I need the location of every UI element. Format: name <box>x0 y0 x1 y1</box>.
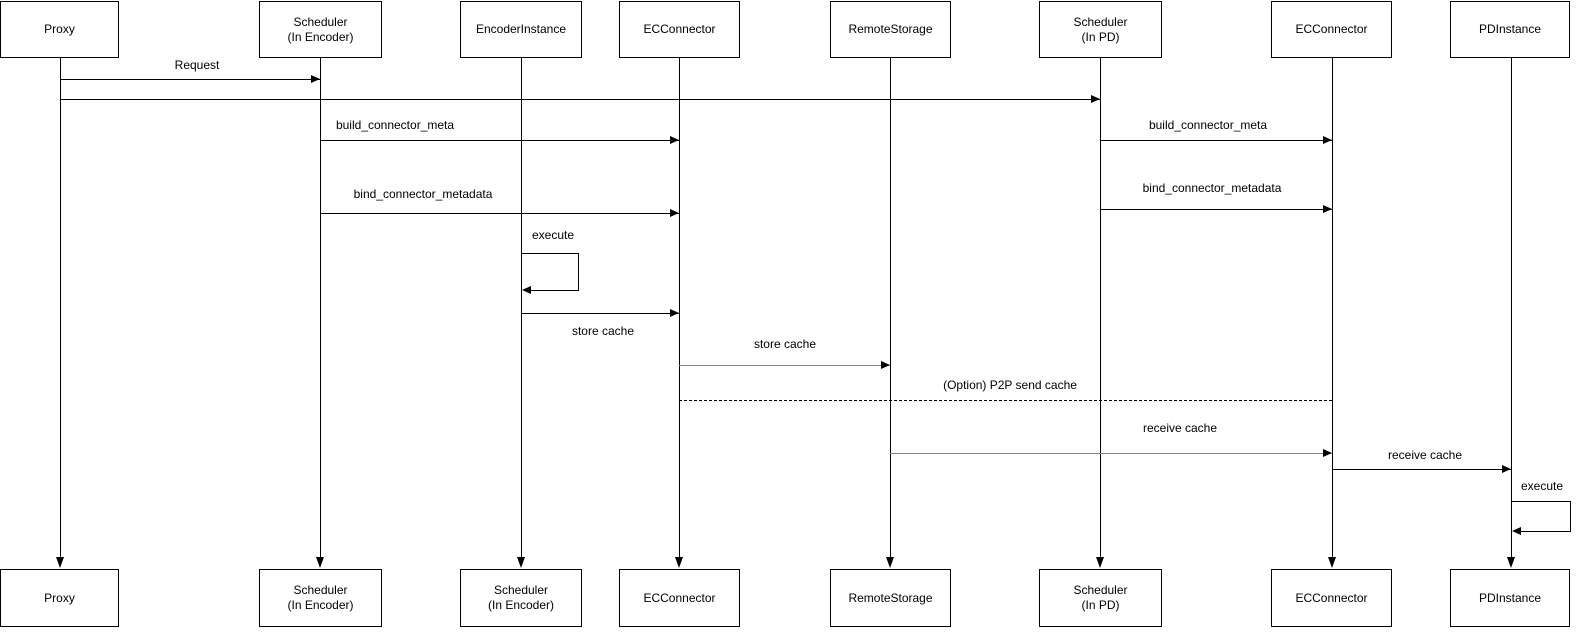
message-arrowhead-proxy-to-scheduler-pd <box>1091 95 1100 103</box>
message-line-build-connector-meta-encoder <box>320 140 679 141</box>
participant-bottom-box-remote-storage: RemoteStorage <box>830 569 951 627</box>
message-arrowhead-receive-cache-ec-to-pd <box>1502 465 1511 473</box>
participant-bottom-box-scheduler-pd-label-line: (In PD) <box>1081 598 1120 612</box>
lifeline-arrowhead-proxy <box>56 557 64 568</box>
message-line-p2p-send-cache <box>679 400 1332 401</box>
lifeline-encoder-instance <box>521 58 522 558</box>
participant-top-box-pd-instance: PDInstance <box>1450 1 1570 58</box>
participant-top-box-scheduler-encoder-label-line: Scheduler <box>293 14 348 29</box>
lifeline-pd-instance <box>1511 58 1512 558</box>
participant-bottom-box-proxy: Proxy <box>0 569 119 627</box>
participant-top-box-ec-connector-left: ECConnector <box>619 1 740 58</box>
message-label-bind-connector-metadata-pd: bind_connector_metadata <box>1142 181 1282 195</box>
participant-top-box-ec-connector-right: ECConnector <box>1271 1 1392 58</box>
participant-top-box-scheduler-pd-label-line: (In PD) <box>1081 29 1120 44</box>
message-line-bind-connector-metadata-encoder <box>320 213 679 214</box>
lifeline-scheduler-pd <box>1100 58 1101 558</box>
participant-bottom-box-encoder-instance: Scheduler(In Encoder) <box>460 569 582 627</box>
message-line-receive-cache-remote-to-ec <box>890 453 1332 454</box>
message-line-proxy-to-scheduler-pd <box>60 99 1100 100</box>
lifeline-arrowhead-pd-instance <box>1507 557 1515 568</box>
lifeline-ec-connector-right <box>1332 58 1333 558</box>
lifeline-proxy <box>60 58 61 558</box>
self-message-bottom-execute-pd <box>1520 531 1571 532</box>
participant-bottom-box-pd-instance: PDInstance <box>1450 569 1570 627</box>
message-arrowhead-bind-connector-metadata-pd <box>1323 205 1332 213</box>
message-label-store-cache-encoder-to-ec: store cache <box>571 324 635 338</box>
participant-top-box-remote-storage-label-line: RemoteStorage <box>848 22 933 36</box>
self-message-right-execute-pd <box>1570 501 1571 531</box>
self-message-top-execute-pd <box>1511 501 1570 502</box>
lifeline-arrowhead-ec-connector-left <box>675 557 683 568</box>
participant-top-box-encoder-instance: EncoderInstance <box>460 1 582 58</box>
lifeline-arrowhead-scheduler-encoder <box>316 557 324 568</box>
message-arrowhead-bind-connector-metadata-encoder <box>670 209 679 217</box>
participant-top-box-ec-connector-right-label-line: ECConnector <box>1295 22 1368 36</box>
lifeline-arrowhead-scheduler-pd <box>1096 557 1104 568</box>
participant-bottom-box-encoder-instance-label-line: Scheduler <box>493 583 549 597</box>
self-message-label-execute-pd: execute <box>1520 479 1564 493</box>
participant-bottom-box-encoder-instance-label-line: (In Encoder) <box>487 598 555 612</box>
lifeline-remote-storage <box>890 58 891 558</box>
participant-bottom-box-scheduler-encoder: Scheduler(In Encoder) <box>259 569 382 627</box>
message-label-build-connector-meta-encoder: build_connector_meta <box>335 118 455 132</box>
message-arrowhead-build-connector-meta-encoder <box>670 136 679 144</box>
participant-top-box-ec-connector-left-label-line: ECConnector <box>643 22 716 36</box>
lifeline-ec-connector-left <box>679 58 680 558</box>
self-message-arrowhead-execute-encoder <box>522 286 531 294</box>
self-message-bottom-execute-encoder <box>530 290 579 291</box>
message-label-store-cache-ec-to-remote: store cache <box>753 337 817 351</box>
participant-bottom-box-ec-connector-left: ECConnector <box>619 569 740 627</box>
participant-bottom-box-ec-connector-right-label-line: ECConnector <box>1295 590 1368 605</box>
message-arrowhead-build-connector-meta-pd <box>1323 136 1332 144</box>
participant-bottom-box-scheduler-encoder-label-line: (In Encoder) <box>287 598 354 612</box>
participant-bottom-box-ec-connector-right: ECConnector <box>1271 569 1392 627</box>
participant-top-box-scheduler-encoder: Scheduler(In Encoder) <box>259 1 382 58</box>
message-arrowhead-request <box>311 75 320 83</box>
lifeline-arrowhead-ec-connector-right <box>1328 557 1336 568</box>
message-label-receive-cache-ec-to-pd: receive cache <box>1387 448 1463 462</box>
lifeline-scheduler-encoder <box>320 58 321 558</box>
participant-top-box-remote-storage: RemoteStorage <box>830 1 951 58</box>
message-label-p2p-send-cache: (Option) P2P send cache <box>943 378 1077 392</box>
message-line-bind-connector-metadata-pd <box>1100 209 1332 210</box>
self-message-right-execute-encoder <box>578 253 579 290</box>
participant-top-box-proxy-label-line: Proxy <box>44 22 75 36</box>
participant-bottom-box-scheduler-encoder-label-line: Scheduler <box>293 583 348 597</box>
self-message-label-execute-encoder: execute <box>531 228 575 242</box>
participant-bottom-box-pd-instance-label-line: PDInstance <box>1478 590 1542 605</box>
message-line-store-cache-ec-to-remote <box>679 365 890 366</box>
participant-bottom-box-ec-connector-left-label-line: ECConnector <box>643 590 716 605</box>
message-line-receive-cache-ec-to-pd <box>1332 469 1511 470</box>
lifeline-arrowhead-remote-storage <box>886 557 894 568</box>
self-message-top-execute-encoder <box>521 253 578 254</box>
message-line-store-cache-encoder-to-ec <box>521 313 679 314</box>
participant-top-box-scheduler-pd-label-line: Scheduler <box>1073 14 1128 29</box>
participant-top-box-scheduler-pd: Scheduler(In PD) <box>1039 1 1162 58</box>
message-label-request: Request <box>174 58 220 72</box>
self-message-arrowhead-execute-pd <box>1512 527 1521 535</box>
participant-top-box-encoder-instance-label-line: EncoderInstance <box>475 22 567 36</box>
lifeline-arrowhead-encoder-instance <box>517 557 525 568</box>
participant-top-box-scheduler-encoder-label-line: (In Encoder) <box>287 29 354 44</box>
message-label-build-connector-meta-pd: build_connector_meta <box>1148 118 1268 132</box>
message-arrowhead-receive-cache-remote-to-ec <box>1323 449 1332 457</box>
participant-bottom-box-remote-storage-label-line: RemoteStorage <box>848 590 933 605</box>
message-line-build-connector-meta-pd <box>1100 140 1332 141</box>
participant-bottom-box-scheduler-pd: Scheduler(In PD) <box>1039 569 1162 627</box>
participant-top-box-proxy: Proxy <box>0 1 119 58</box>
participant-top-box-pd-instance-label-line: PDInstance <box>1478 22 1542 36</box>
message-label-receive-cache-remote-to-ec: receive cache <box>1142 421 1218 435</box>
message-arrowhead-store-cache-encoder-to-ec <box>670 309 679 317</box>
message-arrowhead-store-cache-ec-to-remote <box>881 361 890 369</box>
message-label-bind-connector-metadata-encoder: bind_connector_metadata <box>353 187 493 201</box>
participant-bottom-box-scheduler-pd-label-line: Scheduler <box>1073 583 1128 597</box>
participant-bottom-box-proxy-label-line: Proxy <box>44 590 75 605</box>
message-line-request <box>60 79 320 80</box>
